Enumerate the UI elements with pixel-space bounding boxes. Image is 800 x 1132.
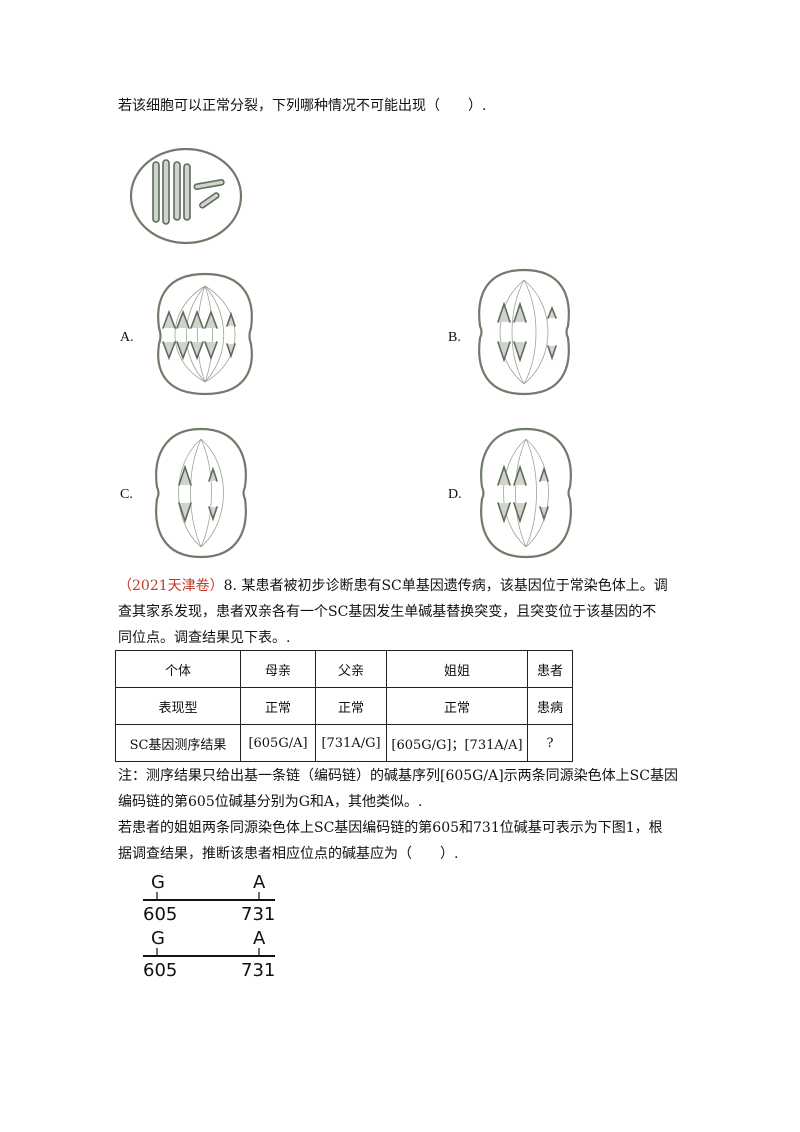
table-cell: [731A/G] bbox=[315, 724, 387, 762]
table-cell: 正常 bbox=[315, 687, 387, 725]
figure-1-strands: G A 605 731 G A 605 731 bbox=[143, 872, 275, 981]
question-paragraph-line-1: 若患者的姐姐两条同源染色体上SC基因编码链的第605和731位碱基可表示为下图1… bbox=[118, 820, 663, 836]
option-b-figure[interactable] bbox=[468, 266, 580, 398]
table-cell: ? bbox=[527, 724, 573, 762]
table-cell: SC基因测序结果 bbox=[115, 724, 241, 762]
table-header-cell: 个体 bbox=[115, 650, 241, 688]
base-731: A bbox=[253, 928, 266, 949]
option-c-label[interactable]: C. bbox=[120, 487, 133, 502]
table-note-line-1: 注：测序结果只给出基一条链（编码链）的碱基序列[605G/A]示两条同源染色体上… bbox=[118, 768, 678, 784]
table-header-cell: 母亲 bbox=[240, 650, 316, 688]
position-605: 605 bbox=[143, 960, 177, 981]
table-row: SC基因测序结果 [605G/A] [731A/G] [605G/G]；[731… bbox=[115, 724, 573, 762]
original-cell-figure bbox=[129, 148, 243, 245]
table-cell: 患病 bbox=[527, 687, 573, 725]
position-731: 731 bbox=[241, 960, 275, 981]
question-8-line-2: 查其家系发现，患者双亲各有一个SC基因发生单碱基替换突变，且突变位于该基因的不 bbox=[118, 604, 657, 620]
question-8-line-3: 同位点。调查结果见下表。. bbox=[118, 630, 291, 646]
position-605: 605 bbox=[143, 904, 177, 925]
table-header-cell: 父亲 bbox=[315, 650, 387, 688]
table-row: 表现型 正常 正常 正常 患病 bbox=[115, 687, 573, 725]
position-731: 731 bbox=[241, 904, 275, 925]
strand-1: G A 605 731 bbox=[143, 872, 275, 925]
table-cell: 正常 bbox=[386, 687, 528, 725]
table-cell: [605G/G]；[731A/A] bbox=[386, 724, 528, 762]
base-731: A bbox=[253, 872, 266, 893]
question-source: （2021天津卷） bbox=[118, 578, 224, 594]
base-605: G bbox=[151, 928, 165, 949]
question-stem: 若该细胞可以正常分裂，下列哪种情况不可能出现（ ）. bbox=[118, 98, 487, 114]
base-605: G bbox=[151, 872, 165, 893]
option-c-figure[interactable] bbox=[145, 425, 257, 561]
genotype-table: 个体 母亲 父亲 姐姐 患者 表现型 正常 正常 正常 患病 SC基因测序结果 … bbox=[115, 650, 573, 762]
option-d-label[interactable]: D. bbox=[448, 487, 462, 502]
strand-2: G A 605 731 bbox=[143, 928, 275, 981]
table-header-cell: 姐姐 bbox=[386, 650, 528, 688]
table-cell: [605G/A] bbox=[240, 724, 316, 762]
option-a-figure[interactable] bbox=[145, 270, 265, 398]
table-cell: 表现型 bbox=[115, 687, 241, 725]
table-row: 个体 母亲 父亲 姐姐 患者 bbox=[115, 650, 573, 688]
table-header-cell: 患者 bbox=[527, 650, 573, 688]
table-note-line-2: 编码链的第605位碱基分别为G和A，其他类似。. bbox=[118, 794, 423, 810]
option-a-label[interactable]: A. bbox=[120, 330, 134, 345]
question-8-line-1: （2021天津卷）8. 某患者被初步诊断患有SC单基因遗传病，该基因位于常染色体… bbox=[118, 578, 668, 594]
option-d-figure[interactable] bbox=[470, 425, 582, 561]
question-paragraph-line-2: 据调查结果，推断该患者相应位点的碱基应为（ ）. bbox=[118, 846, 459, 862]
table-cell: 正常 bbox=[240, 687, 316, 725]
option-b-label[interactable]: B. bbox=[448, 330, 461, 345]
